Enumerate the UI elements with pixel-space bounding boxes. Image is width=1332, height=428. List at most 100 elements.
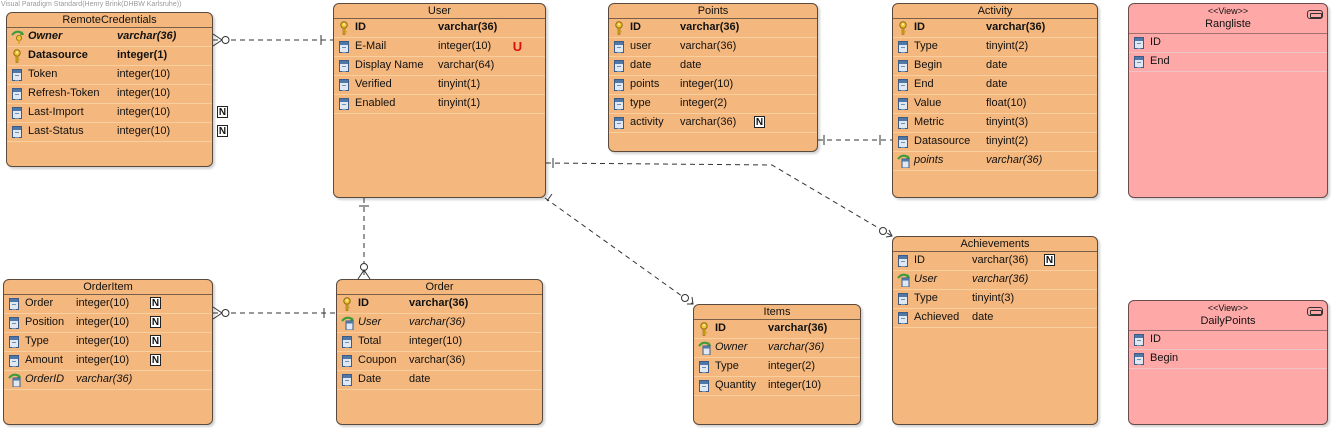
column-row[interactable]: ID [1129,34,1327,53]
column-name: Position [25,316,65,328]
relation-activity-points[interactable] [818,135,892,145]
relation-user-achievements[interactable] [545,158,893,238]
foreign-key-icon [897,273,911,288]
relation-order-orderitem[interactable] [212,306,336,320]
column-name: Quantity [715,379,756,391]
nullable-marker: N [150,354,161,366]
column-icon [898,136,908,148]
column-type: varchar(36) [986,154,1043,166]
column-type: varchar(64) [438,59,495,71]
nullable-marker: N [150,297,161,309]
column-type: integer(10) [117,106,171,118]
column-row[interactable]: User varchar(36) [337,314,542,333]
column-name: Owner [715,341,748,353]
column-name: Datasource [914,135,971,147]
primary-key-icon [898,21,908,35]
relation-user-order[interactable] [357,198,371,280]
column-name: User [358,316,382,328]
column-type: varchar(36) [986,21,1046,33]
column-type: varchar(36) [409,316,466,328]
column-type: integer(10) [680,78,734,90]
column-type: integer(2) [680,97,728,109]
column-row[interactable]: ID [1129,331,1327,350]
relation-user-items[interactable] [544,193,694,305]
column-type: date [409,373,431,385]
watermark: Visual Paradigm Standard(Henry Brink(DHB… [1,1,182,8]
column-name: Datasource [28,49,88,61]
column-icon [614,98,624,110]
column-type: tinyint(1) [438,78,481,90]
column-icon [614,79,624,91]
relation-user-remotecredentials[interactable] [212,33,333,47]
column-name: End [914,78,934,90]
column-name: Value [914,97,942,109]
column-name: ID [1150,36,1161,48]
column-name: Type [715,360,739,372]
column-icon [1134,56,1144,68]
column-type: tinyint(3) [972,292,1015,304]
column-type: varchar(36) [768,322,828,334]
primary-key-icon [699,322,709,336]
column-icon [12,107,22,119]
column-row[interactable]: Begin [1129,350,1327,369]
column-row[interactable]: End [1129,53,1327,72]
column-icon [699,380,709,392]
column-type: date [986,59,1008,71]
